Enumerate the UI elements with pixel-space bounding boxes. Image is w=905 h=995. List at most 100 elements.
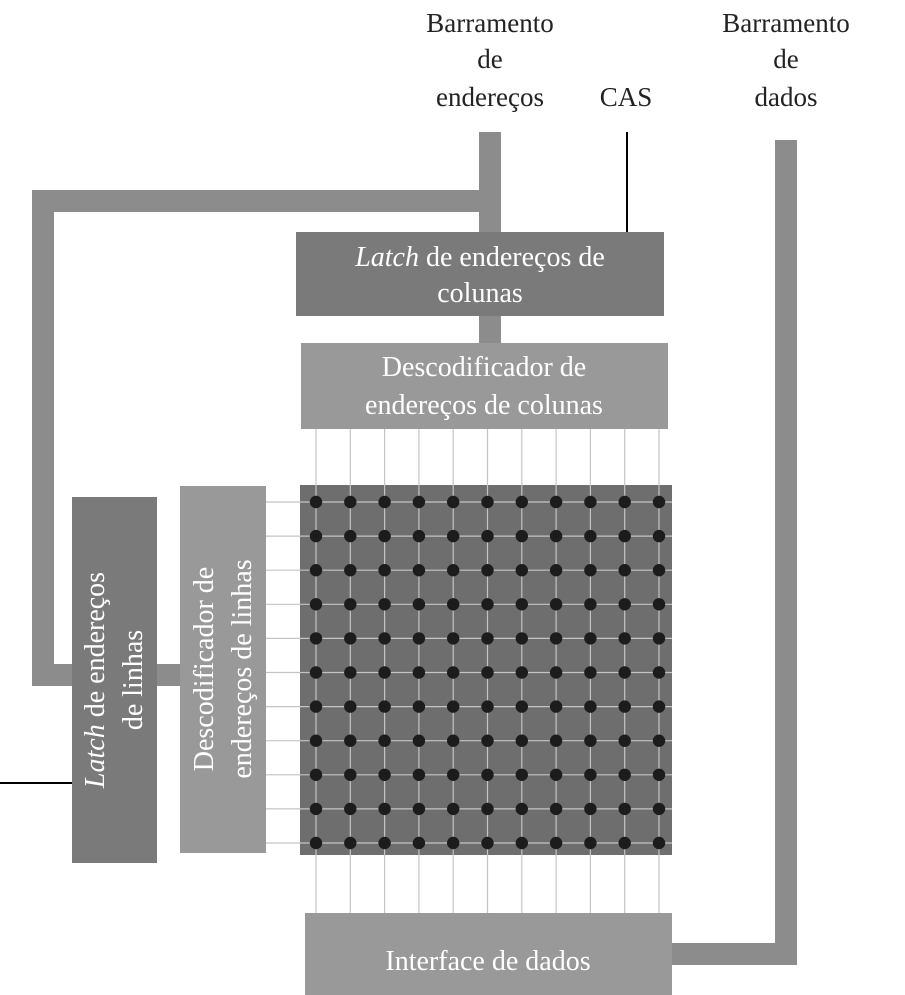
- data-bus-label-line1: Barramento: [722, 8, 849, 38]
- memory-cell: [447, 564, 460, 577]
- row-address-latch-label-line1: Latch de endereços: [80, 572, 111, 789]
- memory-cell: [412, 632, 426, 645]
- memory-cell: [344, 836, 357, 850]
- row-address-latch: Latch de endereços de linhas: [72, 497, 157, 863]
- memory-cell: [481, 632, 494, 645]
- memory-cell: [652, 802, 666, 816]
- memory-cell: [549, 564, 563, 577]
- memory-cell: [618, 768, 631, 781]
- memory-cell: [309, 598, 323, 611]
- data-interface-label: Interface de dados: [385, 946, 590, 977]
- memory-cell: [447, 666, 460, 679]
- memory-cell: [378, 666, 391, 679]
- memory-cell: [412, 598, 426, 611]
- memory-cell: [378, 564, 391, 577]
- memory-cell: [309, 666, 323, 679]
- memory-cell: [618, 495, 631, 509]
- memory-cell: [344, 495, 357, 509]
- column-address-latch-box: [296, 232, 664, 316]
- memory-cell: [344, 768, 357, 781]
- memory-cell: [344, 802, 357, 816]
- memory-cell: [481, 598, 494, 611]
- memory-cell: [447, 734, 460, 747]
- memory-cell: [515, 598, 528, 611]
- memory-cell: [344, 632, 357, 645]
- row-address-decoder-label-line1: Descodificador de: [189, 567, 220, 771]
- memory-cell: [652, 564, 666, 577]
- column-address-decoder-box: [301, 343, 668, 429]
- memory-cell: [447, 529, 460, 543]
- memory-array: [300, 485, 672, 855]
- memory-cell: [584, 836, 597, 850]
- memory-cell: [344, 734, 357, 747]
- memory-cell: [412, 564, 426, 577]
- memory-cell: [549, 700, 563, 713]
- memory-cell: [515, 802, 528, 816]
- memory-cell: [618, 836, 631, 850]
- memory-cell: [378, 836, 391, 850]
- cas-label: CAS: [600, 82, 653, 112]
- memory-cell: [549, 802, 563, 816]
- memory-cell: [481, 666, 494, 679]
- memory-cell: [378, 734, 391, 747]
- memory-cell: [378, 632, 391, 645]
- memory-cell: [344, 666, 357, 679]
- memory-cell: [515, 632, 528, 645]
- data-interface: Interface de dados: [305, 913, 672, 995]
- memory-cell: [515, 529, 528, 543]
- memory-cell: [618, 734, 631, 747]
- memory-cell: [549, 666, 563, 679]
- memory-cell: [652, 768, 666, 781]
- memory-cell: [344, 598, 357, 611]
- memory-cell: [481, 529, 494, 543]
- memory-cell: [652, 529, 666, 543]
- data-interface-box: [305, 913, 672, 995]
- address-bus-horizontal: [32, 190, 501, 212]
- memory-cell: [549, 598, 563, 611]
- column-address-decoder-label-line1: Descodificador de: [382, 352, 586, 383]
- memory-cell: [481, 734, 494, 747]
- memory-cell: [515, 836, 528, 850]
- memory-cell: [652, 598, 666, 611]
- memory-cell: [549, 529, 563, 543]
- data-bus: [670, 140, 797, 965]
- memory-cell: [412, 768, 426, 781]
- memory-cell: [618, 700, 631, 713]
- memory-cell: [309, 700, 323, 713]
- row-latch-to-decoder-bus: [156, 664, 182, 686]
- address-bus-vertical-left: [32, 190, 54, 686]
- memory-cell: [309, 632, 323, 645]
- data-bus-label-line3: dados: [755, 82, 818, 112]
- memory-cell: [515, 734, 528, 747]
- memory-cell: [412, 734, 426, 747]
- memory-cell: [549, 734, 563, 747]
- memory-cell: [652, 700, 666, 713]
- memory-cell: [447, 836, 460, 850]
- column-latch-to-decoder-bus: [479, 315, 501, 345]
- row-address-latch-box: [72, 497, 157, 863]
- memory-cell: [412, 495, 426, 509]
- memory-cell: [584, 564, 597, 577]
- memory-cell: [309, 802, 323, 816]
- memory-cell: [584, 802, 597, 816]
- memory-cell: [515, 768, 528, 781]
- memory-cell: [447, 495, 460, 509]
- memory-cell: [481, 564, 494, 577]
- row-address-decoder-label-line2: endereços de linhas: [227, 559, 258, 778]
- memory-cell: [584, 700, 597, 713]
- address-bus-to-row-latch: [32, 664, 74, 686]
- column-address-latch-label-line2: colunas: [437, 278, 523, 309]
- memory-cell: [309, 768, 323, 781]
- memory-cell: [378, 700, 391, 713]
- memory-cell: [618, 666, 631, 679]
- memory-cell: [309, 495, 323, 509]
- memory-cell: [378, 768, 391, 781]
- memory-cell: [481, 802, 494, 816]
- address-bus-label-line2: de: [477, 44, 503, 74]
- memory-cell: [549, 495, 563, 509]
- memory-cell: [481, 700, 494, 713]
- column-address-latch-label-line1: Latch de endereços de: [354, 242, 605, 273]
- memory-cell: [412, 666, 426, 679]
- memory-cell: [652, 836, 666, 850]
- column-address-decoder-label-line2: endereços de colunas: [365, 390, 603, 421]
